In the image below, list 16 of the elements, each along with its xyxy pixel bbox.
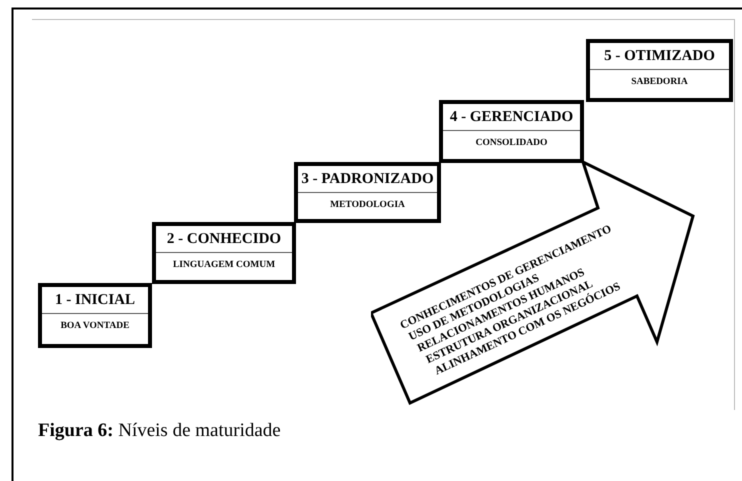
level-subtitle: CONSOLIDADO: [443, 130, 580, 148]
level-subtitle: LINGUAGEM COMUM: [156, 252, 292, 270]
level-box: [294, 162, 441, 223]
level-subtitle: METODOLOGIA: [298, 192, 437, 210]
level-box: [439, 100, 584, 163]
level-title: 5 - OTIMIZADO: [603, 47, 716, 66]
level-title: 4 - GERENCIADO: [448, 108, 574, 127]
level-box: [38, 283, 152, 348]
level-title: 2 - CONHECIDO: [166, 230, 282, 249]
level-title: 3 - PADRONIZADO: [300, 170, 435, 189]
level-box: [152, 222, 296, 284]
level-box: [586, 39, 733, 102]
level-subtitle: BOA VONTADE: [42, 313, 148, 331]
level-title: 1 - INICIAL: [54, 291, 136, 310]
figure-caption: Figura 6: Níveis de maturidade: [38, 420, 281, 442]
level-subtitle: SABEDORIA: [590, 69, 729, 87]
